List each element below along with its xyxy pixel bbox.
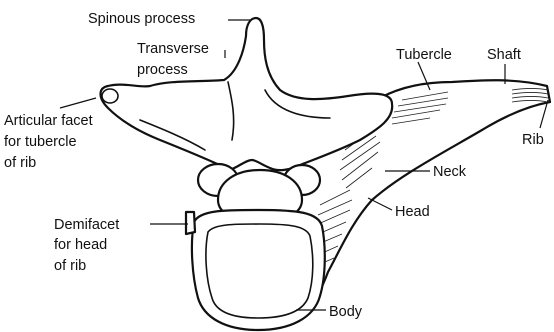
label-demifacet-line2: for head xyxy=(54,237,107,253)
label-transverse-line2: process xyxy=(137,62,188,78)
label-demifacet-line1: Demifacet xyxy=(54,217,119,233)
label-articular-line2: for tubercle xyxy=(4,134,77,150)
label-rib: Rib xyxy=(522,132,544,148)
label-body: Body xyxy=(329,304,363,320)
label-transverse-line1: Transverse xyxy=(137,41,209,57)
label-articular-line1: Articular facet xyxy=(4,113,93,129)
label-tubercle: Tubercle xyxy=(396,47,452,63)
label-shaft: Shaft xyxy=(487,47,521,63)
label-head: Head xyxy=(395,204,430,220)
label-articular-line3: of rib xyxy=(4,155,36,171)
label-demifacet-line3: of rib xyxy=(54,258,86,274)
label-neck: Neck xyxy=(433,164,467,180)
label-spinous-process: Spinous process xyxy=(88,11,195,27)
